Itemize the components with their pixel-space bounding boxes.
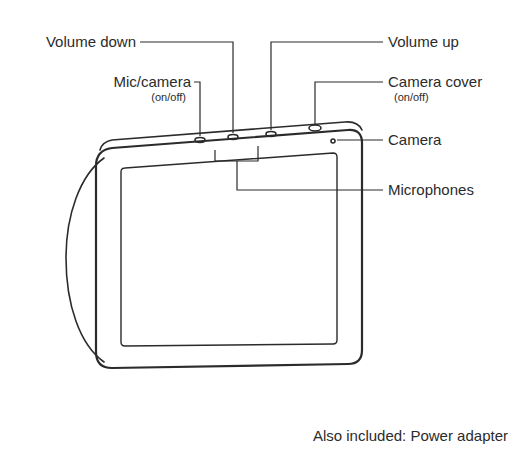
mic-camera-button <box>195 138 205 143</box>
screen <box>121 153 337 346</box>
camera-lens <box>331 139 335 143</box>
note: Also included: Power adapter <box>313 427 508 445</box>
bracket <box>215 146 258 161</box>
part-label: Volume down <box>46 33 136 51</box>
volume-down-button <box>228 135 238 140</box>
part-label: Mic/camera <box>113 73 191 91</box>
volume-up-button <box>266 132 276 137</box>
leader-lines <box>140 42 383 190</box>
part-label: Camera <box>388 131 441 149</box>
leader-line <box>271 42 383 130</box>
leader-line <box>237 161 383 190</box>
camera-cover-slider <box>309 125 321 131</box>
device-back <box>66 158 104 362</box>
part-label: (on/off) <box>151 91 186 104</box>
leader-line <box>194 82 200 136</box>
device-front <box>96 130 362 368</box>
leader-line <box>337 139 383 140</box>
leader-line <box>315 82 383 124</box>
part-label: Microphones <box>388 181 474 199</box>
part-label: (on/off) <box>394 91 429 104</box>
part-label: Volume up <box>388 33 459 51</box>
part-label: Camera cover <box>388 73 482 91</box>
